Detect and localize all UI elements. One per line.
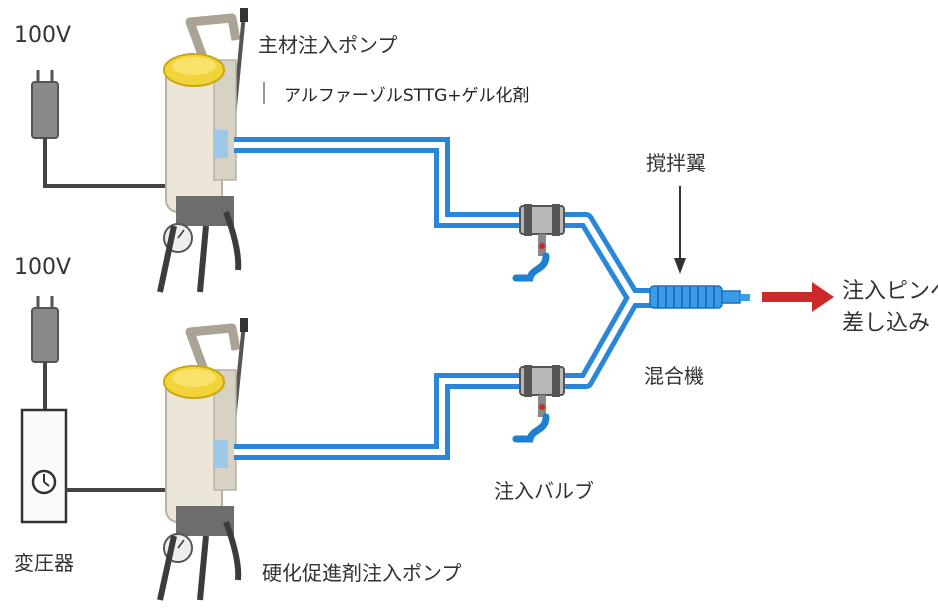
injection-valve-label: 注入バルブ [494,479,594,503]
mixer-label: 混合機 [644,364,704,388]
hose-bottom [234,373,522,460]
hose-merge [562,212,652,389]
hardener-pump [157,318,248,601]
output-label-line2: 差し込み [842,311,930,336]
mixer-device [649,285,750,309]
stirrer-blade-label: 撹拌翼 [646,151,706,175]
main-material-pump [157,8,248,293]
output-label-line1: 注入ピンへ [842,279,938,304]
injection-valve-bottom [512,365,565,443]
power-plug-bottom [31,296,59,410]
main-pump-material-label: アルファーゾルSTTG+ゲル化剤 [284,86,530,106]
injection-valve-top [512,204,565,282]
hardener-pump-label: 硬化促進剤注入ポンプ [262,561,461,585]
voltage-label-top: 100V [14,23,71,48]
voltage-label-bottom: 100V [14,255,71,280]
output-arrow [762,282,834,312]
transformer-label: 変圧器 [14,551,74,575]
hose-top [234,137,522,228]
stirrer-pointer-arrow [674,186,686,274]
main-pump-label: 主材注入ポンプ [258,33,397,57]
power-plug-top [31,70,168,188]
transformer-box [20,408,168,524]
